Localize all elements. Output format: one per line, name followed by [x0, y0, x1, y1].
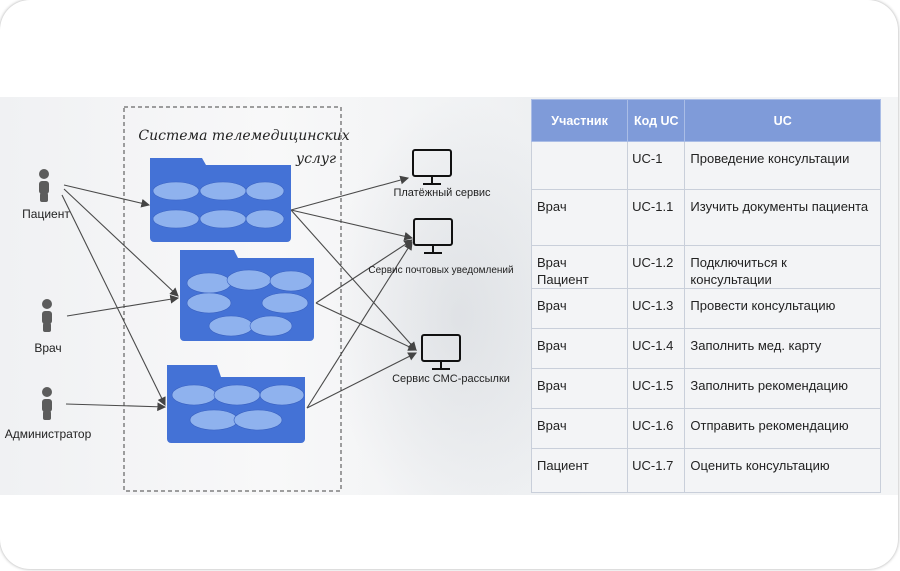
package-consultation — [180, 250, 314, 341]
cell-participant: Врач — [530, 189, 629, 246]
mail-monitor-icon — [413, 218, 453, 254]
cell-uc: Проведение консультации — [684, 141, 881, 190]
package-preparation — [167, 365, 305, 443]
package-booking — [150, 158, 291, 242]
service-mail-label: Сервис почтовых уведомлений — [368, 265, 513, 276]
cell-code: UC-1 — [627, 141, 686, 190]
service-payment-label: Платёжный сервис — [393, 187, 491, 199]
cell-participant: Врач — [530, 288, 629, 329]
header-participant: Участник — [530, 99, 629, 142]
system-title-line1: Система телемедицинских — [138, 128, 349, 144]
use-case-table: Участник Код UC UC UC-1 Проведение консу… — [530, 99, 881, 493]
cell-uc: Заполнить рекомендацию — [684, 368, 881, 409]
table-row: Врач UC-1.4 Заполнить мед. карту — [530, 328, 881, 369]
actor-figures — [39, 169, 52, 420]
cell-uc: Изучить документы пациента — [684, 189, 881, 246]
cell-participant: Врач — [530, 368, 629, 409]
table-row: Пациент UC-1.7 Оценить консультацию — [530, 448, 881, 493]
cell-participant: Врач — [530, 328, 629, 369]
actor-doctor-label: Врач — [34, 341, 61, 355]
uc-line: Подключиться к — [690, 255, 787, 270]
cell-code: UC-1.5 — [627, 368, 686, 409]
uc-line: консультации — [690, 272, 772, 287]
cell-code: UC-1.2 — [627, 245, 686, 289]
cell-code: UC-1.6 — [627, 408, 686, 449]
cell-participant: Врач — [530, 408, 629, 449]
cell-uc: Заполнить мед. карту — [684, 328, 881, 369]
participant-line: Врач — [537, 255, 567, 270]
sms-monitor-icon — [421, 334, 461, 370]
cell-participant: Пациент — [530, 448, 629, 493]
header-uc-code: Код UC — [627, 99, 686, 142]
table-row: Врач UC-1.5 Заполнить рекомендацию — [530, 368, 881, 409]
table-row: Врач UC-1.3 Провести консультацию — [530, 288, 881, 329]
table-row: UC-1 Проведение консультации — [530, 141, 881, 190]
table-row: Врач UC-1.6 Отправить рекомендацию — [530, 408, 881, 449]
actor-patient-label: Пациент — [22, 207, 70, 221]
cell-code: UC-1.1 — [627, 189, 686, 246]
cell-code: UC-1.4 — [627, 328, 686, 369]
actor-patient-icon — [39, 169, 49, 202]
cell-participant — [530, 141, 629, 190]
cell-code: UC-1.3 — [627, 288, 686, 329]
cell-code: UC-1.7 — [627, 448, 686, 493]
payment-monitor-icon — [412, 149, 452, 185]
table-header-row: Участник Код UC UC — [530, 99, 881, 142]
header-uc: UC — [684, 99, 881, 142]
actor-admin-label: Администратор — [5, 427, 92, 441]
cell-uc: Оценить консультацию — [684, 448, 881, 493]
actor-doctor-icon — [42, 299, 52, 332]
service-icons — [412, 149, 461, 370]
cell-uc: Отправить рекомендацию — [684, 408, 881, 449]
cell-uc: Провести консультацию — [684, 288, 881, 329]
participant-line: Пациент — [537, 272, 589, 287]
actor-admin-icon — [42, 387, 52, 420]
service-sms-label: Сервис СМС-рассылки — [392, 373, 510, 385]
cell-uc: Подключиться к консультации — [684, 245, 881, 289]
association-lines — [61, 175, 417, 412]
table-row: Врач UC-1.1 Изучить документы пациента — [530, 189, 881, 246]
system-boundary — [123, 106, 342, 492]
system-title-line2: услуг — [295, 151, 336, 167]
